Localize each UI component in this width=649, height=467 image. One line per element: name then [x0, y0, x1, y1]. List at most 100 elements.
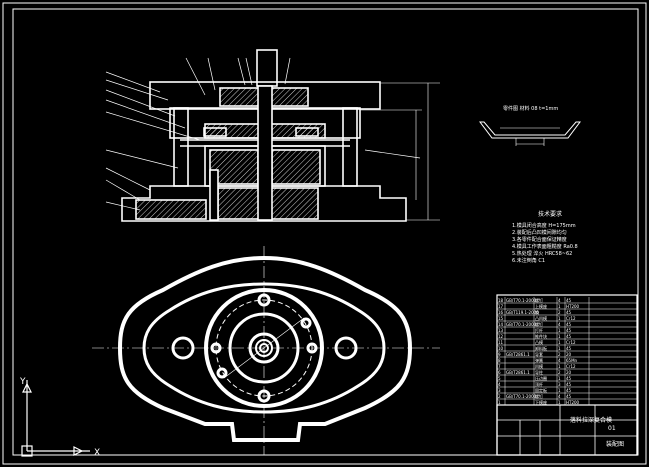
bom-cell: 3 [498, 388, 501, 393]
spring-right [295, 127, 319, 137]
bom-cell: 2 [558, 370, 561, 375]
bom-cell: 65Mn [566, 358, 578, 363]
bom-cell: 导柱 [535, 369, 543, 375]
tech-requirements: 技术要求 1.模具闭合高度 H=175mm 2.装配后凸凹模间隙均匀 3.各零件… [512, 210, 578, 264]
bom-cell: 17 [498, 304, 504, 309]
title-drawing-name: 落料拉深复合模 [570, 416, 612, 424]
bom-cell: Cr12 [566, 364, 576, 369]
bom-cell: GB/T2861.1 [506, 370, 530, 375]
punch-circle [248, 332, 280, 364]
bom-cell: 45 [566, 334, 572, 339]
bom-cell: 45 [566, 298, 572, 303]
bom-cell: GB/T119.1-2000 [506, 310, 539, 315]
tech-req-line: 5.热处理 淬火 HRC58~62 [512, 250, 572, 257]
leader-lines-left [105, 71, 201, 211]
front-section-view [121, 49, 440, 222]
bom-cell: 1 [558, 376, 561, 381]
tech-req-line: 6.未注倒角 C1 [512, 257, 545, 264]
bom-cell: 45 [566, 310, 572, 315]
bom-cell: 10 [498, 346, 504, 351]
title-block [496, 404, 638, 456]
plan-view [92, 246, 440, 455]
bom-cell: 下模座 [535, 399, 547, 405]
bom-cell: 1 [558, 328, 561, 333]
bom-cell: 3 [558, 382, 561, 387]
center-hole [259, 343, 269, 353]
part-view [479, 121, 581, 146]
ejector-rod [257, 85, 273, 221]
part-caption: 零件图 材料 08 t=1mm [503, 105, 558, 112]
bom-cell: 15 [498, 316, 504, 321]
bom-cell: 2 [558, 352, 561, 357]
bom-cell: 卸料板 [535, 345, 547, 351]
guide-pillar-right [342, 107, 358, 187]
title-drawing-no: 01 [608, 425, 616, 432]
bom-cell: 1 [558, 316, 561, 321]
lower-die-base [121, 185, 407, 222]
bom-cell: 顶杆 [535, 381, 543, 387]
bom-cell: 固定板 [535, 387, 547, 393]
bolt-hole [210, 342, 222, 354]
bom-cell: 1 [558, 364, 561, 369]
bom-cell: 20 [566, 370, 572, 375]
part-profile [479, 121, 581, 139]
bom-cell: 14 [498, 322, 504, 327]
tech-req-line: 1.模具闭合高度 H=175mm [512, 222, 576, 229]
ejector-pin-left [209, 169, 219, 221]
bom-cell: 螺钉 [535, 393, 543, 399]
bom-cell: HT200 [566, 304, 580, 309]
tech-req-title: 技术要求 [538, 210, 562, 218]
bom-cell: 45 [566, 388, 572, 393]
bom-cell: 推件块 [535, 333, 547, 339]
main-circle [204, 288, 324, 408]
ucs-icon [21, 380, 90, 457]
bom-cell: 上模座 [535, 303, 547, 309]
bom-cell: 1 [558, 340, 561, 345]
bom-cell: 4 [558, 394, 561, 399]
bolt-hole [257, 293, 271, 307]
bom-cell: 16 [498, 310, 504, 315]
bom-cell: 1 [558, 388, 561, 393]
bom-cell: 20 [566, 352, 572, 357]
bom-cell: 导套 [535, 351, 543, 357]
ucs-y-label: Y [19, 377, 26, 387]
bom-cell: 凸凹模 [535, 315, 547, 321]
bom-cell: 45 [566, 346, 572, 351]
bom-cell: 打杆 [535, 327, 543, 333]
inner-frame [12, 8, 639, 456]
bom-cell: GB/T70.1-2000 [506, 394, 537, 399]
bom-cell: Cr12 [566, 316, 576, 321]
bom-cell: 2 [498, 394, 501, 399]
guide-hole-left [171, 336, 195, 360]
bore-circle [255, 339, 273, 357]
bom-cell: 8 [498, 358, 501, 363]
bom-cell: 压边圈 [535, 375, 547, 381]
bolt-hole [306, 342, 318, 354]
base-hatch-left [135, 199, 207, 220]
bom-cell: 45 [566, 376, 572, 381]
bom-cell: 4 [558, 298, 561, 303]
bom-cell: 1 [498, 400, 501, 405]
die-plate-outline [142, 282, 386, 414]
bom-cell: 1 [558, 334, 561, 339]
bom-cell: 45 [566, 382, 572, 387]
bom-cell: 5 [498, 376, 501, 381]
bom-cell: GB/T70.1-2000 [506, 298, 537, 303]
bom-cell: 11 [498, 340, 504, 345]
upper-punch-rod [256, 49, 278, 87]
bom-cell: 45 [566, 322, 572, 327]
tech-req-line: 3.各零件配合面保证精度 [512, 236, 567, 243]
die-hatch-right [271, 149, 321, 185]
bom-cell: 凸模 [535, 339, 543, 345]
bom-cell: 45 [566, 328, 572, 333]
bom-cell: 螺钉 [535, 321, 543, 327]
bom-cell: 6 [498, 370, 501, 375]
pin-hole [216, 367, 228, 379]
bom-cell: 螺钉 [535, 297, 543, 303]
tech-req-line: 4.模具工作表面粗糙度 Ra0.8 [512, 243, 578, 250]
title-company: 装配图 [606, 440, 624, 448]
pitch-circle [215, 299, 313, 397]
bom-cell: 销 [535, 309, 539, 315]
